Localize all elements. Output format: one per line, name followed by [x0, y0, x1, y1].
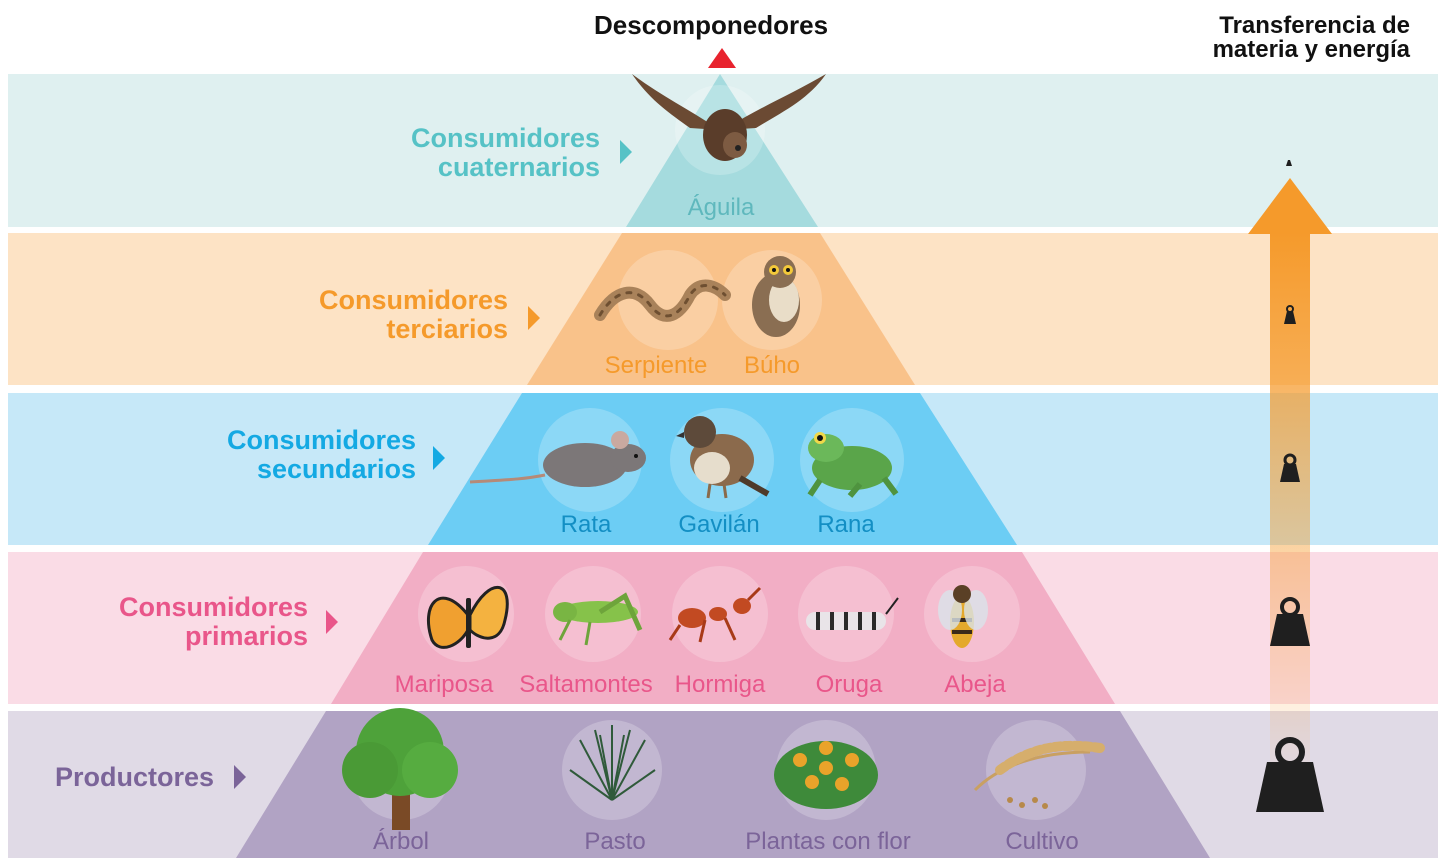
organism-label: Plantas con flor — [745, 828, 911, 855]
organism-label: Serpiente — [604, 352, 708, 379]
organism-label: Pasto — [584, 828, 646, 855]
transfer-heading-line2: materia y energía — [1212, 36, 1410, 63]
level-title-producers: Productores — [54, 762, 214, 792]
grasshopper-icon — [553, 592, 643, 646]
organism-label: Árbol — [372, 828, 430, 855]
weight-icon-tiny — [1286, 160, 1292, 166]
decomposers-heading: Descomponedores — [594, 10, 829, 40]
organism-label: Hormiga — [674, 671, 766, 698]
crop-icon — [973, 740, 1105, 809]
level-title-quaternary: Consumidores cuaternarios — [410, 123, 600, 182]
decomposers-marker-icon — [708, 48, 736, 68]
transfer-heading-line1: Transferencia de — [1219, 12, 1410, 39]
organism-label: Abeja — [944, 671, 1006, 698]
level-title-secondary: Consumidores secundarios — [226, 425, 416, 484]
rat-icon — [469, 431, 646, 487]
tree-icon — [342, 708, 458, 830]
ant-icon — [668, 586, 762, 643]
flowering-plant-icon — [774, 741, 878, 809]
pyramid-tier-tertiary — [527, 233, 915, 385]
level-marker-icon — [528, 306, 540, 330]
level-title-tertiary: Consumidores terciarios — [318, 285, 508, 344]
weight-icon-large — [1270, 597, 1310, 646]
pyramid-tier-primary — [331, 552, 1115, 704]
grass-icon — [569, 725, 656, 801]
organism-label: Rata — [560, 511, 612, 538]
level-marker-icon — [234, 765, 246, 789]
organism-label: Águila — [687, 194, 755, 221]
level-title-primary: Consumidores primarios — [118, 592, 308, 651]
weight-icon-xlarge — [1256, 737, 1324, 812]
organism-label: Búho — [743, 352, 801, 379]
level-marker-icon — [433, 446, 445, 470]
organism-label: Oruga — [815, 671, 883, 698]
organism-label: Gavilán — [678, 511, 760, 538]
eagle-icon — [632, 74, 826, 161]
organism-label: Cultivo — [1005, 828, 1079, 855]
level-marker-icon — [620, 140, 632, 164]
organism-label: Saltamontes — [519, 671, 653, 698]
organism-label: Mariposa — [394, 671, 494, 698]
level-marker-icon — [326, 610, 338, 634]
weight-icon-small — [1284, 305, 1296, 324]
butterfly-icon — [426, 585, 509, 649]
transfer-heading: Transferencia de materia y energía — [1170, 14, 1410, 62]
pyramid-tier-producers — [236, 711, 1210, 858]
organism-label: Rana — [817, 511, 875, 538]
caterpillar-icon — [806, 597, 899, 630]
frog-icon — [807, 432, 899, 498]
snake-icon — [594, 279, 731, 322]
bee-icon — [938, 585, 988, 648]
owl-icon — [752, 256, 800, 337]
weight-icon-medium — [1280, 453, 1300, 482]
sparrow-icon — [676, 416, 770, 499]
